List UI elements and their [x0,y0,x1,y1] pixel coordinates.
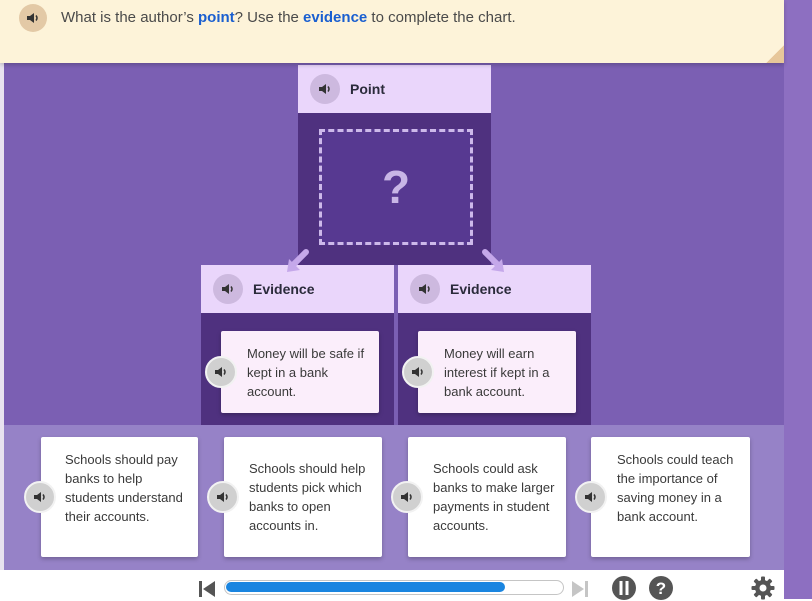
answer-card-2-speaker-button[interactable] [207,481,239,513]
answer-card-1[interactable]: Schools should pay banks to help student… [41,437,198,557]
evidence-header-2: Evidence [398,265,591,313]
speaker-icon [319,84,330,94]
evidence-card-1: Money will be safe if kept in a bank acc… [221,331,379,413]
evidence-text: Money will be safe if kept in a bank acc… [247,346,365,399]
answer-text: Schools could ask banks to make larger p… [433,461,555,533]
progress-fill [226,582,505,592]
help-icon[interactable]: ? [648,575,674,601]
evidence-2-speaker-button[interactable] [410,274,440,304]
evidence-label: Evidence [253,281,315,297]
speaker-icon [34,492,45,502]
answer-text: Schools should help students pick which … [249,461,366,533]
prompt-banner: What is the author’s point? Use the evid… [0,0,784,63]
skip-forward-icon[interactable] [570,580,592,598]
answer-card-4[interactable]: Schools could teach the importance of sa… [591,437,750,557]
answer-card-4-speaker-button[interactable] [575,481,607,513]
evidence-text: Money will earn interest if kept in a ba… [444,346,550,399]
evidence-card-2: Money will earn interest if kept in a ba… [418,331,576,413]
answer-card-3[interactable]: Schools could ask banks to make larger p… [408,437,566,557]
point-box: ? [298,113,491,265]
evidence-card-1-speaker-button[interactable] [205,356,237,388]
evidence-label: Evidence [450,281,512,297]
evidence-header-1: Evidence [201,265,394,313]
skip-back-icon[interactable] [197,580,217,598]
pause-icon[interactable] [611,575,637,601]
answer-card-2[interactable]: Schools should help students pick which … [224,437,382,557]
point-drop-zone[interactable]: ? [319,129,473,245]
point-speaker-button[interactable] [310,74,340,104]
answer-text: Schools should pay banks to help student… [65,452,183,524]
prompt-text: What is the author’s point? Use the evid… [61,9,516,26]
speaker-icon [401,492,412,502]
arrow-down-icon [482,249,504,272]
answer-card-3-speaker-button[interactable] [391,481,423,513]
svg-text:?: ? [656,579,666,598]
speaker-icon [217,492,228,502]
answer-text: Schools could teach the importance of sa… [617,452,734,524]
speaker-icon [585,492,596,502]
left-edge [0,0,4,599]
evidence-card-2-speaker-button[interactable] [402,356,434,388]
settings-icon[interactable] [751,576,775,600]
speaker-icon [419,284,430,294]
progress-bar[interactable] [224,580,564,595]
speaker-icon [412,367,423,377]
point-label: Point [350,81,385,97]
speaker-icon [222,284,233,294]
right-panel-edge [784,0,812,599]
speaker-icon [215,367,226,377]
point-header: Point [298,65,491,113]
keyword-evidence[interactable]: evidence [303,9,368,26]
prompt-speaker-button[interactable] [19,4,47,32]
prompt-page-fold [766,45,784,63]
question-mark-icon: ? [381,161,411,213]
evidence-1-speaker-button[interactable] [213,274,243,304]
speaker-icon [27,13,38,23]
answer-card-1-speaker-button[interactable] [24,481,56,513]
arrow-down-icon [287,249,309,272]
keyword-point[interactable]: point [198,9,235,26]
